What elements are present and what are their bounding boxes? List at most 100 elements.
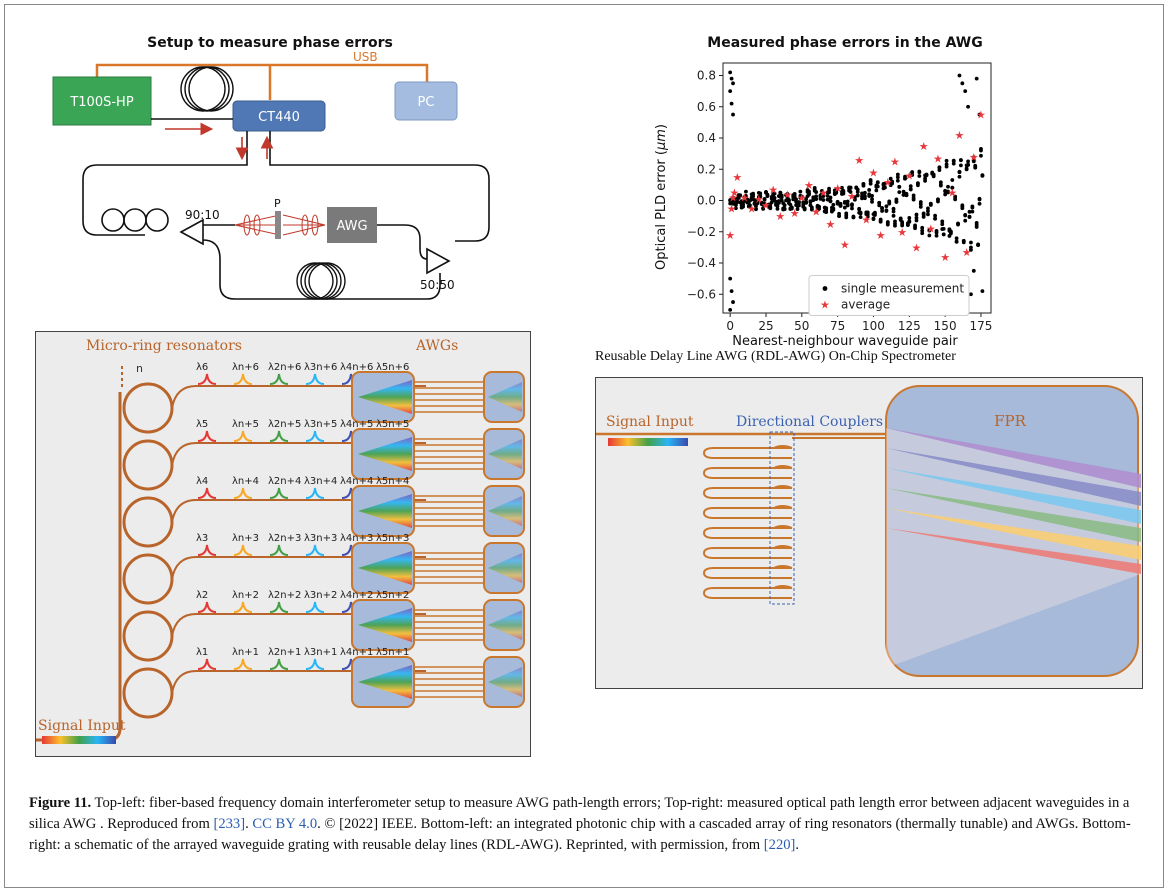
resonance-peak xyxy=(233,658,253,670)
single-point xyxy=(911,193,916,198)
average-point: ★ xyxy=(847,190,857,203)
wavelength-label: λn+3 xyxy=(232,533,259,544)
single-point xyxy=(971,268,976,273)
single-point xyxy=(926,212,930,217)
single-point xyxy=(729,289,734,294)
single-point xyxy=(842,200,847,204)
single-point xyxy=(868,181,873,186)
single-point xyxy=(977,197,982,202)
resonance-peak xyxy=(233,487,253,499)
single-point xyxy=(907,219,912,224)
polarizer-label: P xyxy=(274,197,281,210)
resonance-peak xyxy=(233,544,253,556)
laser-box xyxy=(52,76,152,126)
awg-label: AWG xyxy=(336,219,367,234)
single-point xyxy=(848,185,853,190)
single-point xyxy=(979,147,983,151)
single-point xyxy=(728,307,733,312)
single-point xyxy=(728,89,733,94)
caption-text-2: . xyxy=(245,816,253,832)
single-point xyxy=(951,158,956,163)
average-point: ★ xyxy=(869,166,879,179)
single-point xyxy=(969,292,973,297)
average-point: ★ xyxy=(818,187,828,200)
awg-dispersion xyxy=(358,494,412,528)
x-tick-label: 125 xyxy=(898,319,921,333)
wavelength-label: λ2n+3 xyxy=(268,533,301,544)
single-point xyxy=(867,188,872,192)
awg-output-fan xyxy=(488,439,522,469)
single-point xyxy=(835,199,840,204)
single-point xyxy=(941,226,946,231)
average-point: ★ xyxy=(775,210,785,223)
delay-loop xyxy=(702,507,792,519)
wavelength-label: λ2n+2 xyxy=(268,590,301,601)
wavelength-label: λ2n+5 xyxy=(268,419,301,430)
single-point xyxy=(749,197,754,202)
micro-ring xyxy=(122,553,174,605)
single-point xyxy=(855,193,860,198)
single-point xyxy=(772,195,777,200)
wavelength-label: λ3n+3 xyxy=(304,533,337,544)
single-point xyxy=(799,194,804,199)
single-point xyxy=(964,166,969,171)
single-point xyxy=(913,224,917,229)
single-point xyxy=(731,300,735,304)
single-point xyxy=(946,184,950,189)
single-point xyxy=(917,170,922,175)
single-point xyxy=(950,185,955,190)
single-point xyxy=(867,192,872,197)
single-point xyxy=(742,199,747,203)
single-point xyxy=(776,200,781,205)
single-point xyxy=(809,205,814,210)
single-point xyxy=(840,185,844,190)
caption-text-3: . © [2022] IEEE. Bottom-left: an integra… xyxy=(29,816,1131,853)
average-point: ★ xyxy=(761,199,771,212)
single-point xyxy=(831,202,836,207)
legend-average: average xyxy=(841,298,890,312)
single-point xyxy=(957,73,962,78)
single-point xyxy=(980,289,985,294)
single-point xyxy=(938,182,943,187)
single-point xyxy=(977,112,982,117)
single-point xyxy=(802,206,807,211)
single-point xyxy=(966,162,970,167)
single-point xyxy=(880,209,884,213)
single-point xyxy=(917,174,922,178)
wavelength-label: λ4n+4 xyxy=(340,476,373,487)
single-point xyxy=(858,210,863,215)
coupler-bend xyxy=(773,565,793,569)
x-tick-label: 175 xyxy=(970,319,993,333)
average-point: ★ xyxy=(754,193,764,206)
single-point xyxy=(844,213,849,218)
single-point xyxy=(934,233,939,238)
single-point xyxy=(814,194,819,199)
single-point xyxy=(971,155,976,159)
single-point xyxy=(973,163,978,168)
average-point: ★ xyxy=(904,170,914,183)
micro-ring xyxy=(122,382,174,434)
ref-233-link[interactable]: [233] xyxy=(213,816,246,832)
single-point xyxy=(841,191,846,196)
single-point xyxy=(862,190,867,195)
single-point xyxy=(748,203,753,208)
license-link[interactable]: CC BY 4.0 xyxy=(252,816,318,832)
single-point xyxy=(828,195,833,200)
single-point xyxy=(762,201,767,206)
single-point xyxy=(931,173,936,177)
single-point xyxy=(865,214,870,219)
average-point: ★ xyxy=(725,229,735,242)
legend xyxy=(808,275,970,316)
ref-220-link[interactable]: [220] xyxy=(763,837,796,853)
single-point xyxy=(868,178,873,182)
x-tick-label: 0 xyxy=(726,319,734,333)
single-point xyxy=(789,206,794,211)
single-point xyxy=(970,204,975,209)
resonance-peak xyxy=(269,601,289,613)
single-point xyxy=(914,218,919,223)
average-point: ★ xyxy=(768,184,778,197)
single-point xyxy=(903,176,907,181)
single-point xyxy=(797,203,801,208)
coupler-bend xyxy=(773,505,793,509)
single-point xyxy=(858,215,863,219)
